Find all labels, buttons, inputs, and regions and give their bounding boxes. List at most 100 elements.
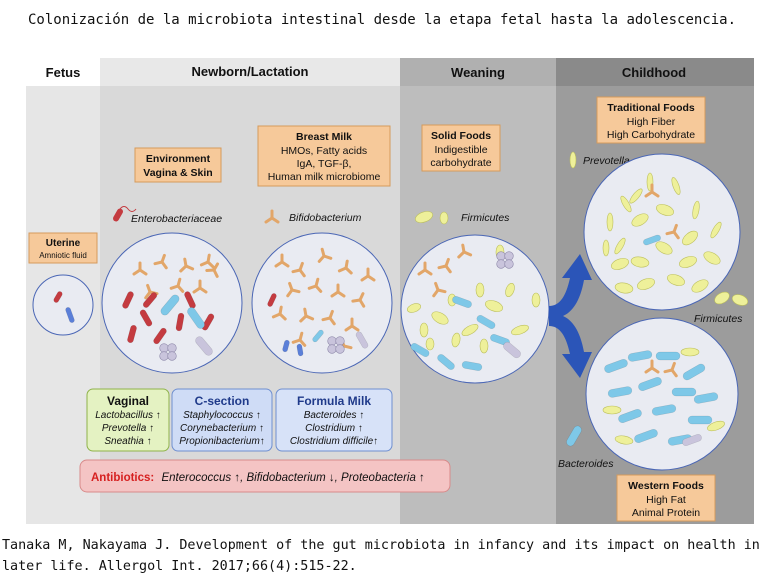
bacteroides-cell (643, 234, 661, 246)
firmicutes-cell (606, 212, 614, 232)
enterobacteria-cell (122, 291, 134, 309)
firmicutes-cell (425, 337, 435, 351)
traditional-gut-circle (583, 153, 741, 311)
bifidobacterium-cell (457, 243, 473, 259)
enterobacteria-cell (184, 291, 196, 309)
childhood-header-bg (556, 58, 754, 86)
firmicutes-cell (630, 256, 650, 268)
bacteroides-cell (160, 294, 180, 316)
bifidobacterium-cell (169, 277, 185, 293)
bifidobacterium-legend-icon (264, 209, 280, 224)
bifidobacterium-cell (153, 253, 168, 270)
bifidobacterium-cell (417, 261, 433, 276)
stage-newborn: Newborn/Lactation (191, 64, 308, 79)
label-firmicutes-right: Firmicutes (694, 313, 743, 325)
bifidobacterium-cell (192, 279, 208, 294)
firmicutes-cell (406, 303, 422, 313)
traditional-foods-title: Traditional Foods (607, 102, 695, 114)
bifidobacterium-cell (291, 261, 306, 278)
firmicutes-cell (602, 239, 610, 257)
firmicutes-cell (710, 221, 722, 239)
bifidobacterium-cell (286, 281, 301, 298)
bifidobacterium-cell (274, 253, 290, 268)
clostridium-cell (503, 341, 521, 359)
firmicutes-cell (707, 420, 725, 432)
stage-weaning: Weaning (451, 65, 505, 80)
weaning-gut-circle (400, 234, 550, 384)
firmicutes-cell (667, 274, 685, 286)
western-foods-title: Western Foods (628, 480, 704, 492)
firmicutes-cell (629, 188, 643, 204)
formula-title: Formula Milk (297, 394, 371, 408)
breast-milk-box (257, 125, 391, 187)
newborn-bacteria (122, 253, 219, 361)
firmicutes-cell (531, 292, 541, 308)
svg-text:Antibiotics: Enterococcus: Antibiotics: Enterococcus ↑, Bifidobacte… (91, 472, 425, 484)
firmicutes-cell (475, 282, 485, 298)
bifidobacterium-cell (317, 247, 333, 263)
split-arrow (549, 254, 592, 378)
firmicutes-cell (505, 282, 515, 298)
bacteroides-cell (566, 425, 582, 447)
enterobacteria-cell (201, 313, 215, 331)
environment-line2: Vagina & Skin (143, 167, 212, 179)
coccus-cluster (327, 336, 345, 354)
firmicutes-cell (614, 282, 634, 294)
bacteroides-cell (461, 361, 483, 371)
coccus-cluster (159, 343, 177, 361)
bacteroides-cell (655, 351, 681, 361)
bifidobacterium-cell (360, 267, 376, 282)
bacteroides-cell (638, 377, 662, 391)
bifidobacterium-cell (205, 262, 219, 278)
firmicutes-cell (680, 347, 700, 357)
vaginal-title: Vaginal (107, 394, 149, 408)
clostridium-cell (355, 331, 369, 349)
fetus-header-bg (26, 58, 100, 86)
bacteroides-cell (476, 315, 496, 329)
breast-milk-l1: HMOs, Fatty acids (281, 145, 367, 157)
firmicutes-cell (637, 278, 655, 290)
enterobacteria-cell (175, 312, 185, 332)
bacteroides-cell (312, 329, 324, 343)
firmicutes-cell (682, 230, 698, 246)
bacteroides-cell (437, 354, 455, 370)
prevotella-legend-icon (569, 151, 577, 169)
bifidobacterium-cell (351, 292, 366, 308)
stage-fetus: Fetus (46, 65, 81, 80)
label-firmicutes: Firmicutes (461, 212, 510, 224)
citation: Tanaka M, Nakayama J. Development of the… (2, 538, 760, 574)
firmicutes-cell (679, 256, 697, 268)
bifidobacterium-cell (644, 183, 660, 198)
csection-title: C-section (195, 394, 250, 408)
solid-foods-l2: carbohydrate (430, 157, 491, 169)
firmicutes-cell (731, 294, 749, 306)
label-enterobacteriaceae: Enterobacteriaceae (131, 213, 222, 225)
label-bacteroides: Bacteroides (558, 458, 614, 470)
page-title: Colonización de la microbiota intestinal… (28, 12, 737, 28)
bifidobacterium-cell (321, 309, 336, 326)
firmicutes-cell (714, 291, 730, 305)
traditional-foods-l2: High Carbohydrate (607, 129, 695, 141)
clostridium-cell (195, 336, 213, 356)
weaning-bacteria (406, 243, 541, 371)
csection-l3: Propionibacterium↑ (179, 436, 265, 447)
firmicutes-cell (656, 204, 674, 216)
firmicutes-cell (431, 311, 449, 325)
western-bacteria (602, 347, 725, 446)
firmicutes-cell (451, 332, 461, 348)
bacteroides-cell (693, 392, 719, 404)
firmicutes-cell (485, 300, 503, 312)
bifidobacterium-cell (299, 307, 315, 323)
bacteroides-cell (607, 386, 633, 398)
breast-milk-title: Breast Milk (296, 131, 352, 143)
traditional-bacteria (602, 172, 722, 294)
antibiotics-label: Antibiotics: (91, 472, 154, 484)
csection-l1: Staphylococcus ↑ (183, 410, 261, 421)
bacteroides-cell (187, 307, 205, 329)
clostridium-cell (682, 434, 702, 446)
firmicutes-cell (419, 322, 429, 338)
bifidobacterium-cell (271, 305, 287, 321)
firmicutes-cell (479, 338, 489, 354)
breast-milk-l3: Human milk microbiome (268, 171, 381, 183)
firmicutes-cell (611, 258, 629, 270)
